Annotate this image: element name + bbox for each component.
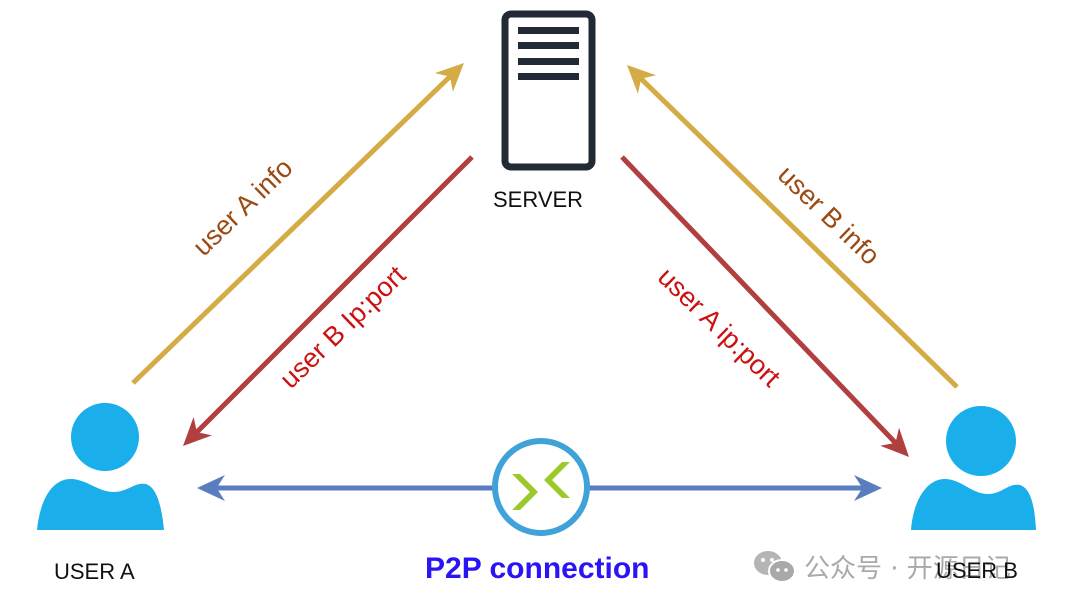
arrow-user-b-ipport-line [193,155,474,436]
watermark: 公众号 · 开源日记 [752,548,1011,585]
user-b-label: USER B [936,558,1018,583]
watermark-text: 公众号 · 开源日记 [804,554,1011,584]
user-b-icon [911,406,1036,530]
user-a-label: USER A [54,559,135,584]
edges-layer [131,63,959,501]
arrow-user-a-ipport-line [620,155,899,446]
arrow-user-a-info-line [131,73,453,385]
user-a-icon [37,403,164,530]
server-label: SERVER [493,187,584,212]
arrow-user-b-ipport-head [183,417,212,446]
arrow-user-a-ipport-head [880,427,909,457]
p2p-connection-label: P2P connection [425,552,650,585]
arrow-user-b-info-head [627,65,657,94]
arrow-p2p-head [854,475,882,501]
server-icon [501,10,596,171]
arrow-user-a-info-head [434,63,464,92]
arrow-p2p-tail-head [197,475,225,501]
p2p-hub-icon [492,438,590,536]
arrow-user-b-info-line [638,75,959,389]
wechat-icon [754,550,796,583]
